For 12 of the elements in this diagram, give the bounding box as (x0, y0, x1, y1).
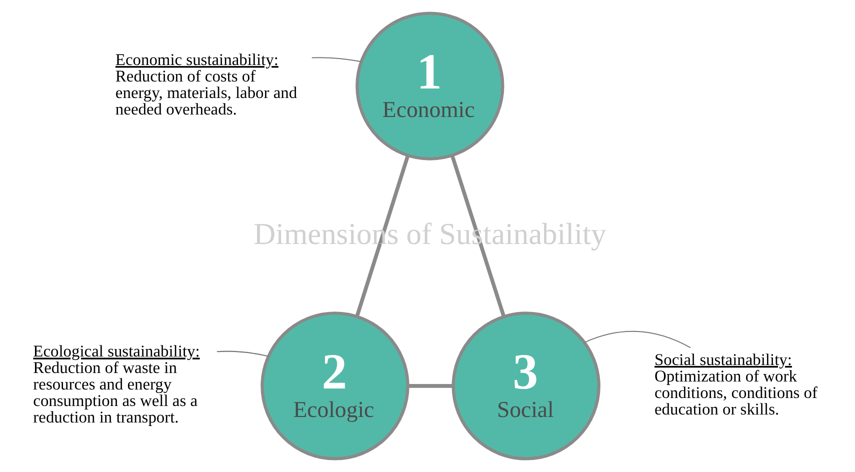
connector (450, 155, 506, 317)
connector (216, 350, 268, 357)
node-text: Ecological sustainability: Reduction of waste in resources and energy consumption as well as a reduction in transport. (32, 342, 200, 427)
connector (354, 155, 410, 317)
node-circle: 2 Ecologic (260, 312, 409, 460)
connector (407, 384, 453, 388)
connector (584, 330, 690, 348)
node-circle: 3 Social (451, 312, 600, 460)
node-text: Social sustainability: Optimization of work conditions, conditions of education or skills. (654, 350, 818, 418)
node-circle: 1 Economic (355, 12, 504, 160)
connector (311, 57, 361, 62)
node-text: Economic sustainability: Reduction of costs of energy, materials, labor and needed overheads. (114, 50, 297, 118)
